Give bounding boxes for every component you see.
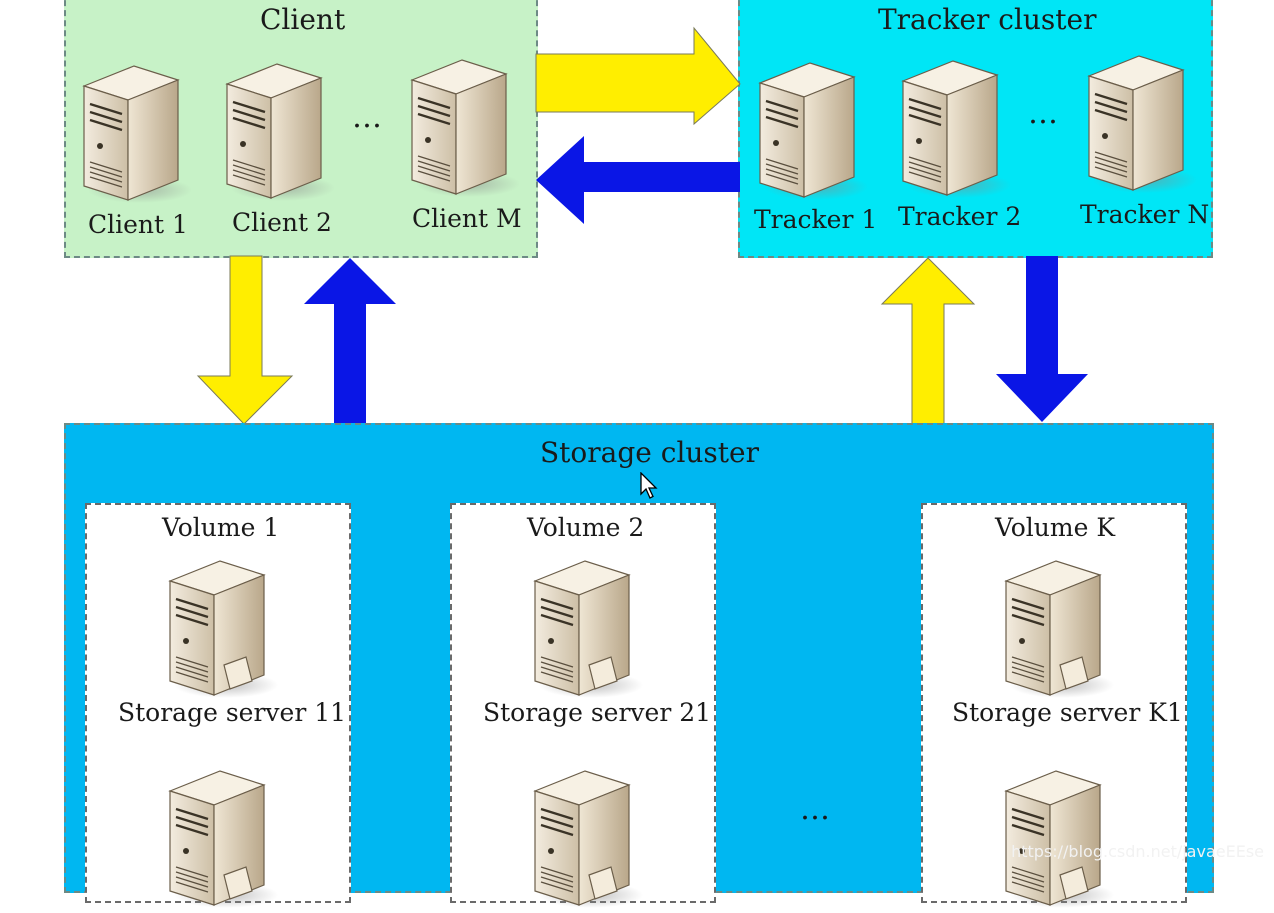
server-icon <box>752 55 870 205</box>
storage-title: Storage cluster <box>540 436 760 469</box>
storage-server-21-label: Storage server 21 <box>483 698 712 727</box>
storage-server-11-label: Storage server 11 <box>118 698 347 727</box>
storage-ellipsis: … <box>800 792 832 827</box>
server-icon <box>162 553 280 703</box>
tracker-title: Tracker cluster <box>878 3 1097 36</box>
server-icon <box>162 763 280 913</box>
server-icon <box>527 553 645 703</box>
server-icon <box>998 763 1116 913</box>
server-icon <box>998 553 1116 703</box>
volume-2-title: Volume 2 <box>527 513 645 542</box>
server-icon <box>404 52 522 202</box>
tracker-1-label: Tracker 1 <box>754 205 878 234</box>
storage-to-tracker-arrow <box>880 257 976 425</box>
volume-1-title: Volume 1 <box>162 513 280 542</box>
storage-server-k1-label: Storage server K1 <box>952 698 1183 727</box>
volume-k-title: Volume K <box>995 513 1116 542</box>
client-2-label: Client 2 <box>232 208 332 237</box>
tracker-2-label: Tracker 2 <box>898 202 1022 231</box>
client-1-label: Client 1 <box>88 210 188 239</box>
server-icon <box>219 56 337 206</box>
tracker-ellipsis: … <box>1028 96 1060 131</box>
client-to-storage-arrow <box>196 255 294 425</box>
server-icon <box>1081 48 1199 198</box>
client-m-label: Client M <box>412 204 522 233</box>
tracker-to-storage-arrow <box>996 256 1088 422</box>
client-title: Client <box>260 3 346 36</box>
watermark: https://blog.csdn.net/javaeEEse <box>1011 842 1264 861</box>
server-icon <box>527 763 645 913</box>
client-ellipsis: … <box>352 100 384 135</box>
server-icon <box>895 53 1013 203</box>
storage-to-client-arrow <box>304 258 396 424</box>
mouse-pointer-icon <box>640 472 658 499</box>
tracker-to-client-arrow <box>536 136 740 224</box>
server-icon <box>76 58 194 208</box>
client-to-tracker-arrow <box>535 26 741 126</box>
tracker-n-label: Tracker N <box>1080 200 1210 229</box>
